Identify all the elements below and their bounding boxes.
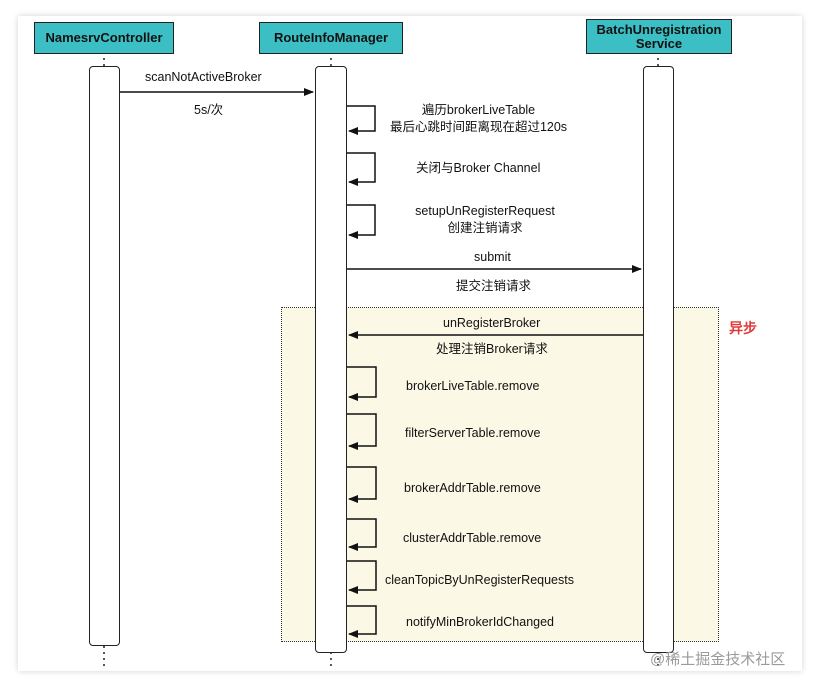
self-arrow-iterate bbox=[347, 105, 376, 135]
participant-namesrv-controller: NamesrvController bbox=[34, 22, 174, 54]
label-close-channel: 关闭与Broker Channel bbox=[416, 161, 541, 175]
label-live-remove: brokerLiveTable.remove bbox=[406, 379, 540, 393]
participant-batch-unregistration-service: BatchUnregistration Service bbox=[586, 19, 732, 54]
async-label: 异步 bbox=[729, 320, 757, 336]
self-arrow-cluster-remove bbox=[347, 518, 377, 551]
self-arrow-filter-remove bbox=[347, 413, 377, 450]
label-setup-request: setupUnRegisterRequest 创建注销请求 bbox=[415, 204, 555, 235]
participant-routeinfo-manager: RouteInfoManager bbox=[259, 22, 403, 54]
label-scan: scanNotActiveBroker bbox=[145, 70, 262, 84]
activation-batch bbox=[643, 66, 674, 653]
watermark: @稀土掘金技术社区 bbox=[650, 651, 786, 668]
self-arrow-close bbox=[347, 152, 376, 186]
self-arrow-live-remove bbox=[347, 366, 377, 401]
activation-namesrv bbox=[89, 66, 120, 646]
label-submit: submit bbox=[474, 250, 511, 264]
label-cluster-remove: clusterAddrTable.remove bbox=[403, 531, 542, 545]
label-unregister: unRegisterBroker bbox=[443, 316, 541, 330]
label-clean-topic: cleanTopicByUnRegisterRequests bbox=[385, 573, 574, 587]
label-filter-remove: filterServerTable.remove bbox=[405, 426, 541, 440]
self-arrow-setup bbox=[347, 204, 376, 239]
self-arrow-clean-topic bbox=[347, 560, 377, 594]
label-addr-remove: brokerAddrTable.remove bbox=[404, 481, 541, 495]
label-iterate: 遍历brokerLiveTable 最后心跳时间距离现在超过120s bbox=[389, 103, 568, 134]
label-unregister-desc: 处理注销Broker请求 bbox=[436, 342, 548, 356]
label-scan-interval: 5s/次 bbox=[194, 103, 224, 117]
self-arrow-addr-remove bbox=[347, 466, 377, 503]
label-submit-desc: 提交注销请求 bbox=[456, 279, 532, 293]
self-arrow-notify-min bbox=[347, 605, 377, 638]
label-notify-min: notifyMinBrokerIdChanged bbox=[406, 615, 554, 629]
activation-routeinfo bbox=[315, 66, 347, 653]
